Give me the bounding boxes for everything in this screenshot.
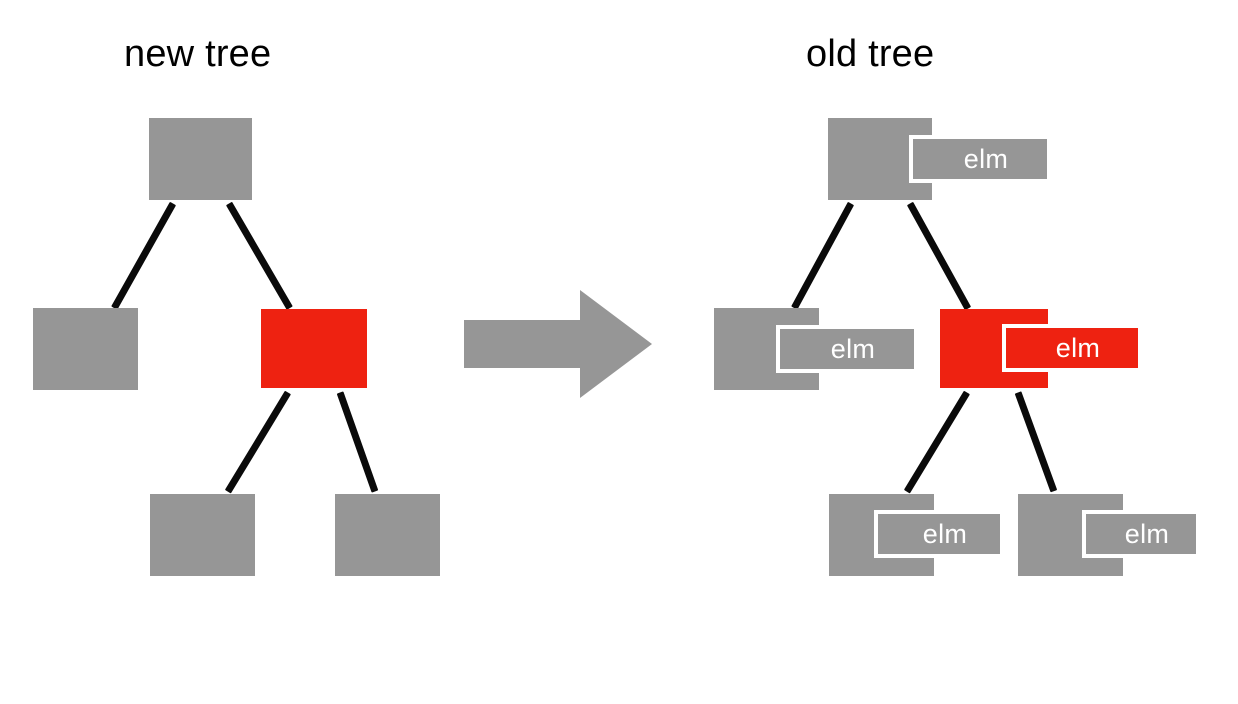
elm-tag-label: elm [1055, 332, 1101, 363]
edge-old-mid-br [1014, 390, 1058, 493]
elm-tag-label: elm [830, 333, 876, 364]
tree-node-n-root [149, 118, 252, 200]
tree-node-n-br [335, 494, 440, 576]
panel-title-old-tree: old tree [806, 33, 935, 75]
edge-old-mid-bl [904, 390, 970, 493]
edge-new-root-mid [225, 201, 294, 310]
edge-new-mid-bl [225, 390, 291, 493]
edge-new-mid-br [336, 390, 379, 493]
edge-old-root-left [790, 201, 855, 310]
transform-arrow-icon [462, 288, 654, 400]
tree-node-n-left [33, 308, 138, 390]
elm-tag-o-root: elm [909, 135, 1051, 183]
elm-tag-o-left: elm [776, 325, 918, 373]
edge-new-root-left [110, 201, 177, 310]
elm-tag-o-mid: elm [1002, 324, 1142, 372]
elm-tag-label: elm [1124, 518, 1170, 549]
elm-tag-label: elm [963, 143, 1009, 174]
tree-node-n-bl [150, 494, 255, 576]
edge-old-root-mid [906, 201, 972, 310]
elm-tag-o-bl: elm [874, 510, 1004, 558]
tree-node-n-mid [261, 309, 367, 388]
elm-tag-label: elm [922, 518, 968, 549]
elm-tag-o-br: elm [1082, 510, 1200, 558]
panel-title-new-tree: new tree [124, 33, 272, 75]
arrow-right-icon [464, 290, 652, 398]
